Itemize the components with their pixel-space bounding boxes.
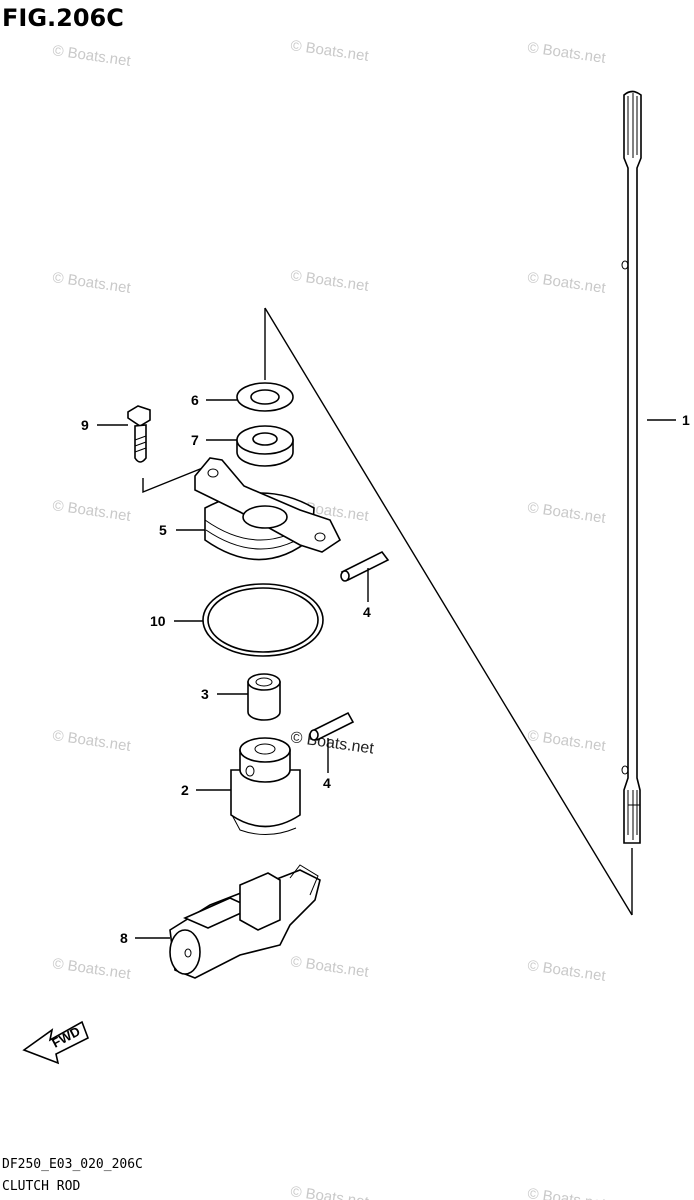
bearing: [236, 425, 294, 467]
callouts: 1 2 3 4 4 5 6 7 8 9 10: [81, 392, 690, 946]
watermark: © Boats.net: [51, 497, 132, 525]
diagram-code: DF250_E03_020_206C: [2, 1157, 143, 1172]
clutch-rod: [621, 90, 642, 844]
callout-4: 4: [363, 604, 371, 620]
clutch-cam: [230, 737, 301, 835]
watermark: © Boats.net: [526, 499, 607, 527]
watermark: © Boats.net: [51, 955, 132, 983]
bolt: [127, 405, 151, 463]
watermark: © Boats.net: [526, 39, 607, 67]
leader-lines: [97, 399, 676, 939]
watermark: © Boats.net: [289, 1183, 370, 1200]
watermark: © Boats.net: [526, 957, 607, 985]
watermark: © Boats.net: [51, 269, 132, 297]
callout-6: 6: [191, 392, 199, 408]
pin-upper: [340, 550, 390, 582]
figure-title: FIG.206C: [2, 4, 124, 32]
callout-4: 4: [323, 775, 331, 791]
washer: [236, 382, 294, 412]
watermark: © Boats.net: [51, 727, 132, 755]
watermarks: © Boats.net © Boats.net © Boats.net © Bo…: [51, 37, 607, 1200]
callout-1: 1: [682, 412, 690, 428]
callout-9: 9: [81, 417, 89, 433]
pin-lower: [309, 711, 355, 742]
callout-5: 5: [159, 522, 167, 538]
callout-7: 7: [191, 432, 199, 448]
watermark: © Boats.net: [526, 1185, 607, 1200]
watermark: © Boats.net: [289, 267, 370, 295]
watermark: © Boats.net: [526, 727, 607, 755]
watermark: © Boats.net: [289, 37, 370, 65]
clutch-guide: [194, 457, 342, 561]
callout-10: 10: [150, 613, 166, 629]
callout-8: 8: [120, 930, 128, 946]
fwd-arrow: FWD: [22, 1020, 90, 1065]
watermark: © Boats.net: [51, 42, 132, 70]
callout-3: 3: [201, 686, 209, 702]
watermark: © Boats.net: [526, 269, 607, 297]
bushing: [247, 673, 281, 721]
watermark: © Boats.net: [289, 729, 375, 758]
clutch-shifter: [169, 864, 321, 979]
callout-2: 2: [181, 782, 189, 798]
watermark: © Boats.net: [289, 953, 370, 981]
o-ring: [202, 583, 324, 657]
diagram-caption: CLUTCH ROD: [2, 1179, 80, 1194]
reference-lines: [142, 307, 633, 916]
